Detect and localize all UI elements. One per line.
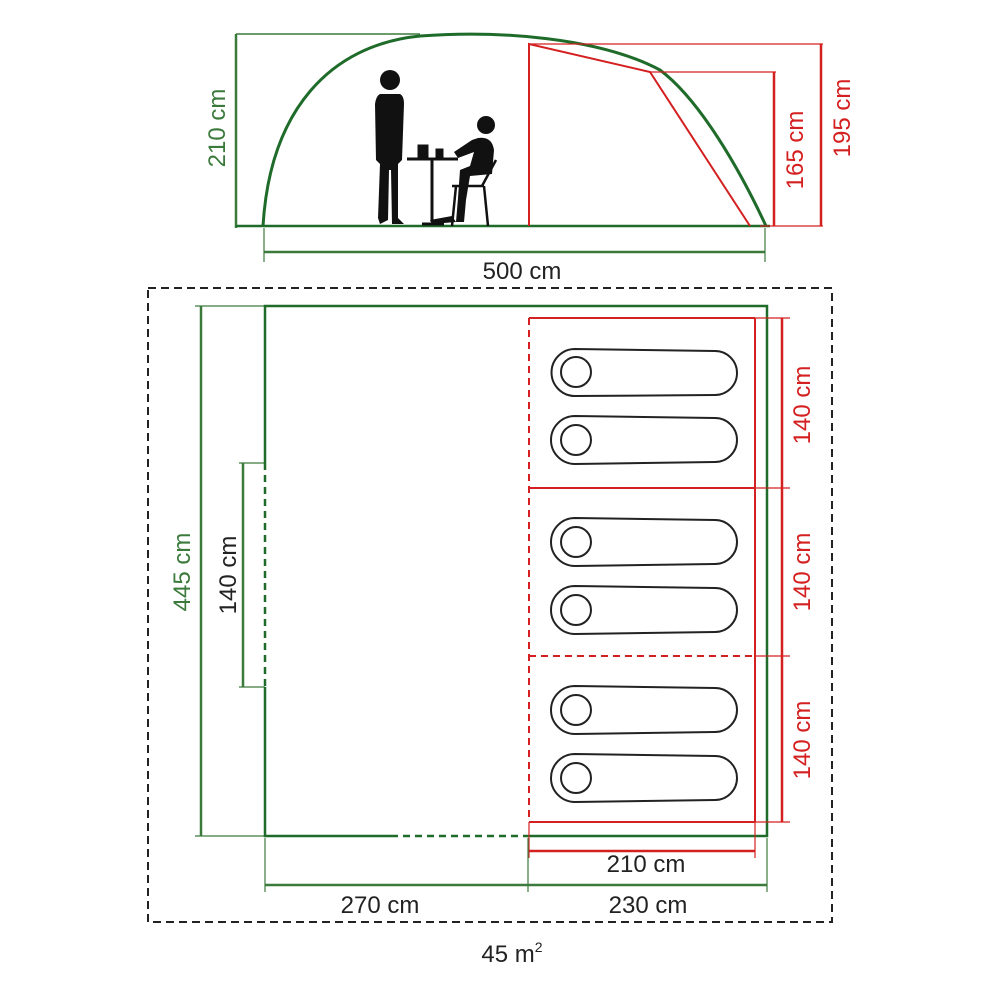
- sleeping-bag-4: [550, 584, 738, 636]
- length-dimensions: [264, 838, 768, 892]
- tent-floor-outline: [263, 304, 769, 838]
- footprint-area-unit-sup: 2: [535, 939, 543, 955]
- bedroom-inner-height-label: 165 cm: [782, 111, 809, 190]
- seated-person-icon: [430, 116, 495, 224]
- floor-plan: 445 cm 140 cm: [147, 287, 833, 968]
- door-dimension: [239, 462, 265, 688]
- depth-label: 445 cm: [169, 533, 196, 612]
- side-length-label: 500 cm: [483, 258, 562, 285]
- depth-dimension: [195, 305, 265, 837]
- sleeping-bag-1: [550, 347, 738, 398]
- bedroom-side-section: [528, 42, 823, 227]
- footprint-area-label: 45 m2: [481, 939, 542, 968]
- side-height-label: 210 cm: [204, 89, 231, 168]
- sleeping-bag-3: [550, 516, 738, 568]
- table-icon: [407, 144, 458, 226]
- bedroom-1-width-label: 140 cm: [789, 366, 816, 445]
- living-area-length-label: 270 cm: [341, 892, 420, 919]
- sleeping-bag-5: [550, 684, 738, 736]
- door-width-label: 140 cm: [215, 536, 242, 615]
- footprint-area-value: 45 m: [481, 941, 534, 968]
- sleeping-bag-2: [550, 414, 738, 466]
- sleeping-bags: [550, 347, 738, 804]
- chair-icon: [450, 159, 498, 227]
- tent-side-outline: [261, 32, 768, 227]
- bedroom-area: [528, 317, 756, 823]
- side-height-dimension: [234, 33, 420, 228]
- sleeping-bag-6: [550, 752, 738, 804]
- side-view: 210 cm 165 cm 195 cm: [204, 32, 856, 285]
- side-length-dimension: [263, 228, 766, 262]
- bedroom-inner-length-label: 210 cm: [607, 851, 686, 878]
- bedroom-outer-height-label: 195 cm: [829, 79, 856, 158]
- bedroom-3-width-label: 140 cm: [789, 701, 816, 780]
- standing-person-icon: [375, 70, 404, 224]
- bedroom-width-dimensions: [755, 317, 790, 823]
- bedroom-inner-length-dimension: [528, 822, 756, 858]
- bedroom-area-length-label: 230 cm: [609, 892, 688, 919]
- bedroom-2-width-label: 140 cm: [789, 533, 816, 612]
- footprint-border: [147, 287, 833, 923]
